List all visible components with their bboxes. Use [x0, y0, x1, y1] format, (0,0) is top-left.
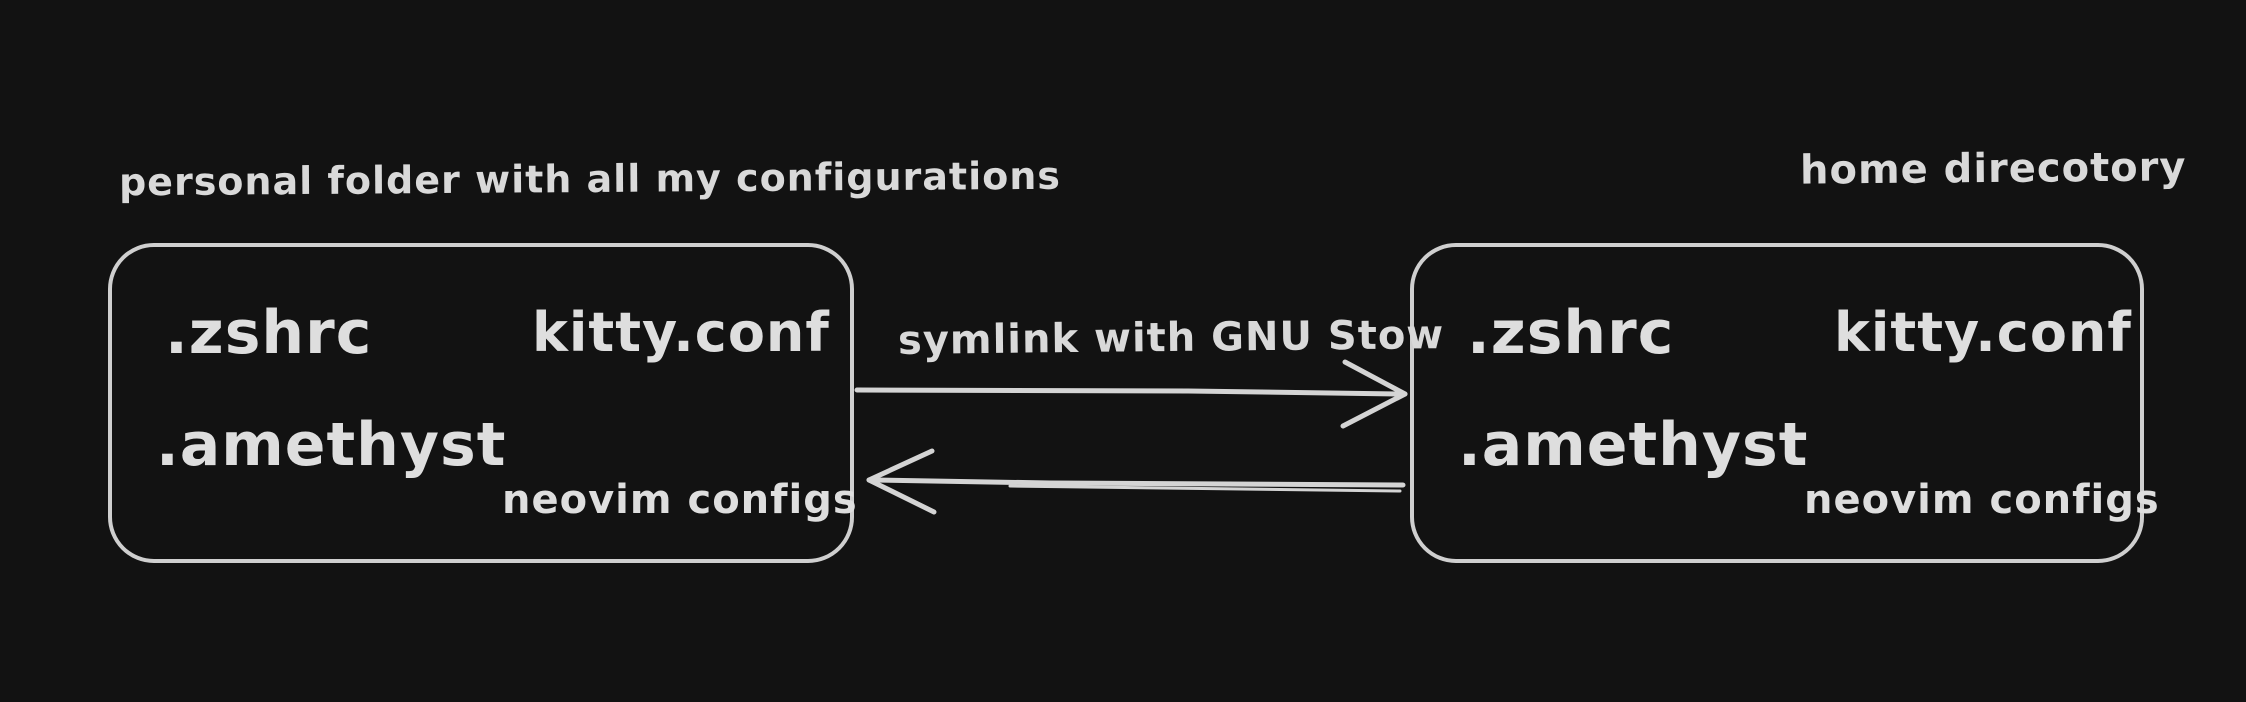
left-item-amethyst: .amethyst	[156, 410, 507, 480]
left-item-zshrc: .zshrc	[165, 298, 373, 368]
personal-folder-box	[108, 243, 854, 563]
right-item-kitty-conf: kitty.conf	[1834, 301, 2132, 364]
arrow-left-icon	[866, 448, 1406, 515]
right-item-amethyst: .amethyst	[1458, 410, 1809, 480]
symlink-label: symlink with GNU Stow	[897, 312, 1445, 364]
left-box-caption: personal folder with all my configuratio…	[118, 153, 1062, 205]
home-directory-box	[1410, 243, 2144, 563]
right-item-neovim-configs: neovim configs	[1804, 477, 2160, 523]
left-item-kitty-conf: kitty.conf	[532, 301, 830, 364]
arrow-right-icon	[854, 359, 1408, 429]
left-item-neovim-configs: neovim configs	[502, 477, 858, 523]
right-box-caption: home direcotory	[1799, 144, 2187, 194]
right-item-zshrc: .zshrc	[1467, 298, 1675, 368]
